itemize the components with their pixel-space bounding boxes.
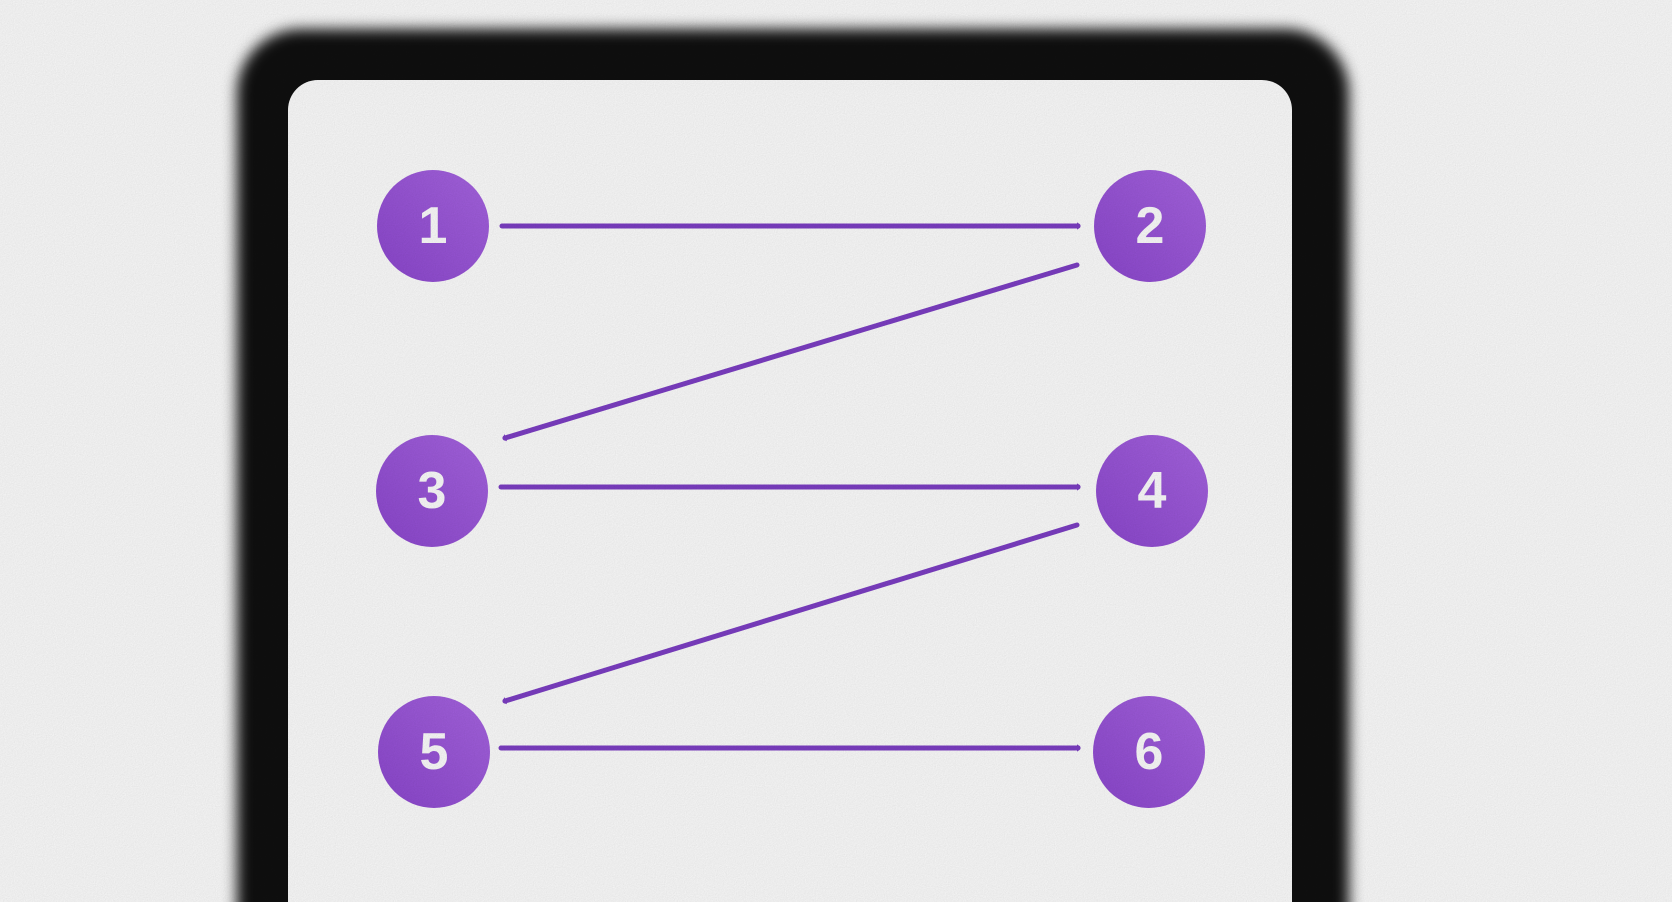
node-label: 4	[1137, 462, 1167, 520]
diagram-node-6: 6	[1093, 696, 1205, 808]
diagram-node-5: 5	[378, 696, 490, 808]
node-label: 2	[1135, 197, 1165, 255]
node-label: 6	[1134, 723, 1164, 781]
diagram-node-2: 2	[1094, 170, 1206, 282]
diagram-node-3: 3	[376, 435, 488, 547]
node-label: 1	[418, 197, 448, 255]
node-label: 3	[417, 462, 447, 520]
diagram-node-4: 4	[1096, 435, 1208, 547]
diagram-node-1: 1	[377, 170, 489, 282]
node-label: 5	[419, 723, 449, 781]
